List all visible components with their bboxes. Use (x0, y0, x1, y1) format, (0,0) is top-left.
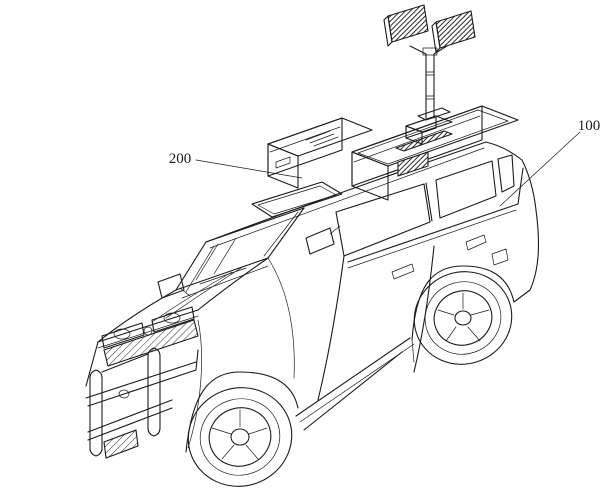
b-pillar (425, 182, 433, 222)
reference-leaders (195, 131, 581, 207)
hood (97, 257, 269, 349)
rocker-line (295, 337, 411, 417)
vehicle-body (85, 141, 540, 487)
cabinet-handle (275, 156, 291, 169)
telescopic-mast (383, 4, 476, 121)
left-mirror (157, 273, 185, 299)
roof-platform (351, 105, 519, 201)
headlight-left (101, 322, 145, 349)
mast-flange (417, 107, 451, 121)
side-step (303, 351, 403, 431)
roof-lines (205, 141, 540, 303)
bumper-bottom (87, 369, 197, 407)
sunroof (251, 181, 343, 218)
rear-hub (454, 310, 472, 326)
ref-label-100: 100 (578, 118, 601, 134)
front-hub (230, 428, 250, 446)
door-handle-rear (465, 234, 487, 251)
front-face (85, 306, 199, 407)
grille (103, 319, 199, 367)
platform-vent-top (395, 130, 453, 152)
door-handle-front (391, 263, 415, 280)
windshield (175, 207, 305, 299)
rear-door-edge (413, 245, 435, 373)
front-wheel-arch (185, 371, 299, 453)
fuel-door (491, 248, 509, 266)
mirrors (157, 225, 341, 299)
bull-bar (87, 347, 173, 459)
rear-wheel (413, 271, 513, 365)
line-art-root (85, 4, 581, 487)
equipment-cabinet (267, 117, 373, 189)
ref-label-200: 200 (169, 151, 192, 167)
license-plate (103, 429, 139, 459)
headlight-right (151, 306, 195, 333)
side-glass (335, 154, 515, 257)
rear-door-window (435, 160, 497, 219)
leader-line-200 (195, 159, 303, 179)
side-body (295, 167, 524, 431)
right-mirror (305, 227, 335, 255)
front-door-window (335, 183, 431, 257)
wiper-line (199, 267, 247, 285)
quarter-window (497, 154, 515, 193)
front-fender (185, 257, 299, 453)
bumper-top (85, 361, 197, 399)
platform-vent-front (397, 151, 429, 177)
roof-equipment (267, 4, 519, 201)
front-wheel (187, 387, 293, 487)
beltline (347, 203, 519, 263)
fog-light (118, 389, 130, 399)
front-door-edge (317, 255, 345, 401)
leader-line-100 (499, 131, 581, 207)
